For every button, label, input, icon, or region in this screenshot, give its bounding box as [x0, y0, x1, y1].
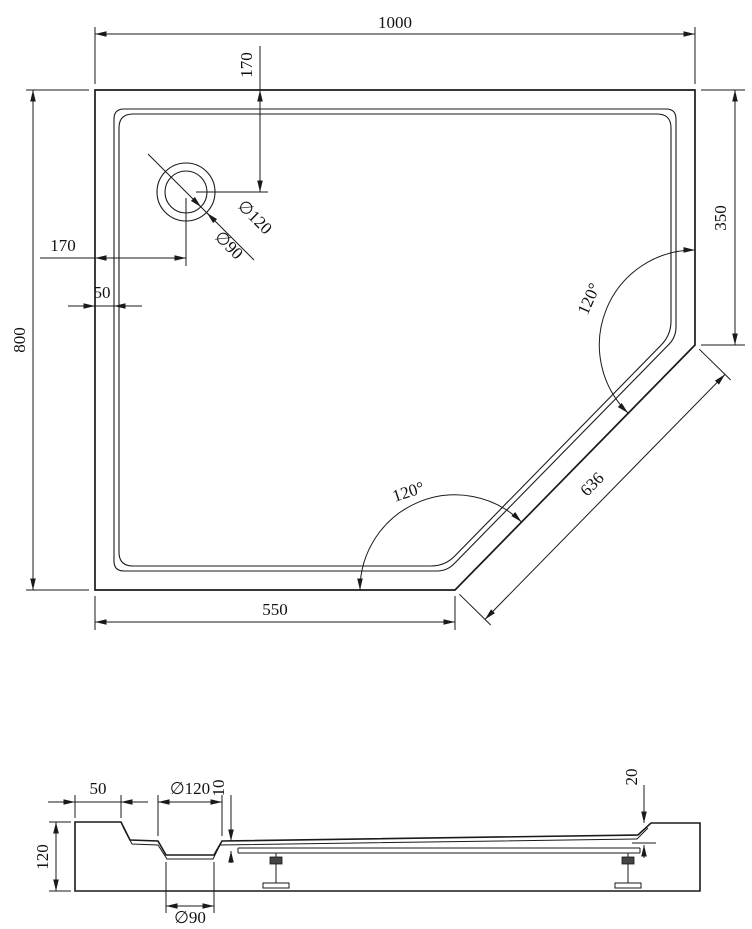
dim-wall-label: 50 [94, 283, 111, 302]
top-view: ∅120 ∅90 1000 800 350 550 636 170 170 [10, 13, 745, 630]
section-hole-label: ∅90 [174, 908, 206, 927]
section-height-extensions [49, 821, 71, 892]
dim-drain-left-extension [40, 198, 187, 266]
section-hole-extensions [165, 862, 215, 913]
section-recess-extensions [157, 795, 223, 836]
dim-diagonal-line [484, 374, 726, 620]
angle-right-label: 120° [574, 280, 605, 317]
section-view: 50 ∅120 10 20 120 ∅90 [33, 769, 701, 927]
foot-right-nut [621, 856, 635, 865]
section-outer-profile [74, 821, 701, 892]
dim-height-extensions [26, 89, 89, 591]
section-recess-label: ∅120 [170, 779, 210, 798]
section-rim-extensions [74, 795, 122, 818]
dim-right-side-label: 350 [711, 205, 730, 231]
foot-right [614, 853, 642, 889]
angle-bottom-arc [357, 494, 522, 591]
dim-width-label: 1000 [378, 13, 412, 32]
drain-inner-diameter-label: ∅90 [211, 227, 247, 263]
dim-drain-top-extension [196, 46, 268, 193]
drain-outer-diameter-label: ∅120 [234, 196, 276, 238]
dim-width-extensions [94, 27, 696, 84]
foot-left-plate [262, 882, 290, 889]
angle-right-arc [598, 247, 696, 414]
dim-height-label: 800 [10, 327, 29, 353]
section-rim-label: 50 [90, 779, 107, 798]
drain-leader-arrow-outer [206, 212, 218, 224]
drain-leader-arrow-inner [190, 196, 202, 208]
dim-diagonal-label: 636 [576, 468, 607, 500]
dim-diagonal-extensions [458, 348, 732, 626]
section-edge-label: 20 [622, 769, 641, 786]
dim-drain-top-label: 170 [237, 52, 256, 78]
foot-left [262, 853, 290, 889]
tray-outer-outline [94, 89, 696, 591]
dim-drain-left-label: 170 [50, 236, 76, 255]
section-height-label: 120 [33, 844, 52, 870]
section-floor-label: 10 [209, 780, 228, 797]
dim-bottom-label: 550 [262, 600, 288, 619]
section-inner-profile [122, 826, 649, 860]
foot-right-plate [614, 882, 642, 889]
support-frame [237, 847, 641, 854]
foot-left-nut [269, 856, 283, 865]
